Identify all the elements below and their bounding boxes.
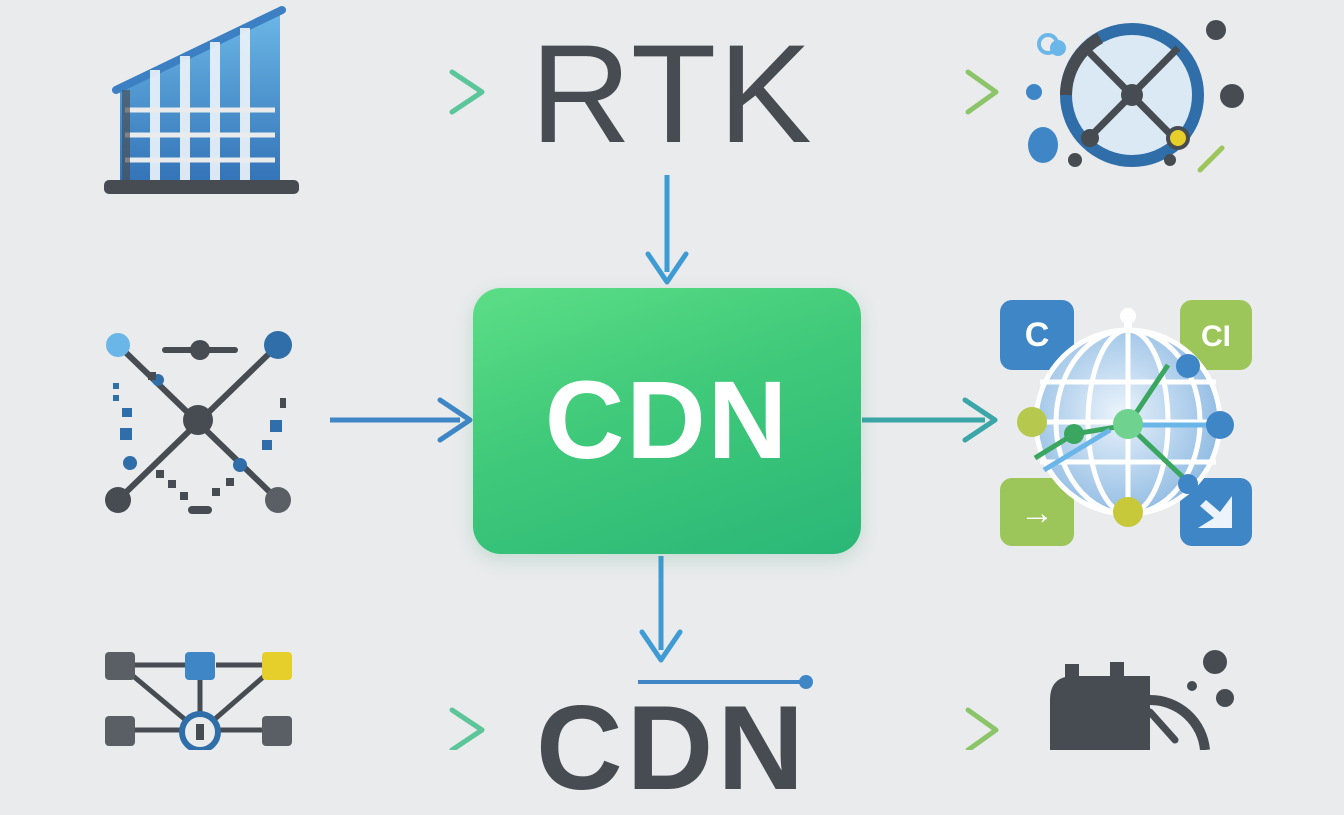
arrow-rtk-to-dish [845,69,999,115]
cdn-center-node: CDN [473,288,861,554]
tile-bottom-left-label: → [1020,494,1054,532]
arrow-cdn-to-bottom [639,556,683,663]
rtk-node-label: RTK [530,15,814,172]
arrow-rtk-to-cdn [645,175,689,285]
bottom-cdn-underline [638,675,813,689]
building-icon [104,6,299,194]
satellite-dish-icon [1026,20,1244,173]
arrow-hierarchy-to-bottom [330,707,485,750]
arrow-network-to-cdn [330,397,473,443]
tile-top-left-label: C [1025,316,1050,354]
arrow-building-to-rtk [330,69,485,115]
arrow-cdn-to-globe [862,397,998,443]
cdn-bottom-node-label: CDN [536,681,808,815]
node-hierarchy-icon [105,652,292,750]
flow-diagram: C CI → [104,6,1252,750]
cdn-center-label: CDN [544,359,790,482]
tile-top-right-label: CI [1201,320,1231,353]
arrow-bottom-to-plug [845,707,999,750]
network-graph-icon [105,331,292,514]
globe-network-icon: C CI → [1000,300,1252,546]
plug-gauge-icon [1050,650,1234,750]
